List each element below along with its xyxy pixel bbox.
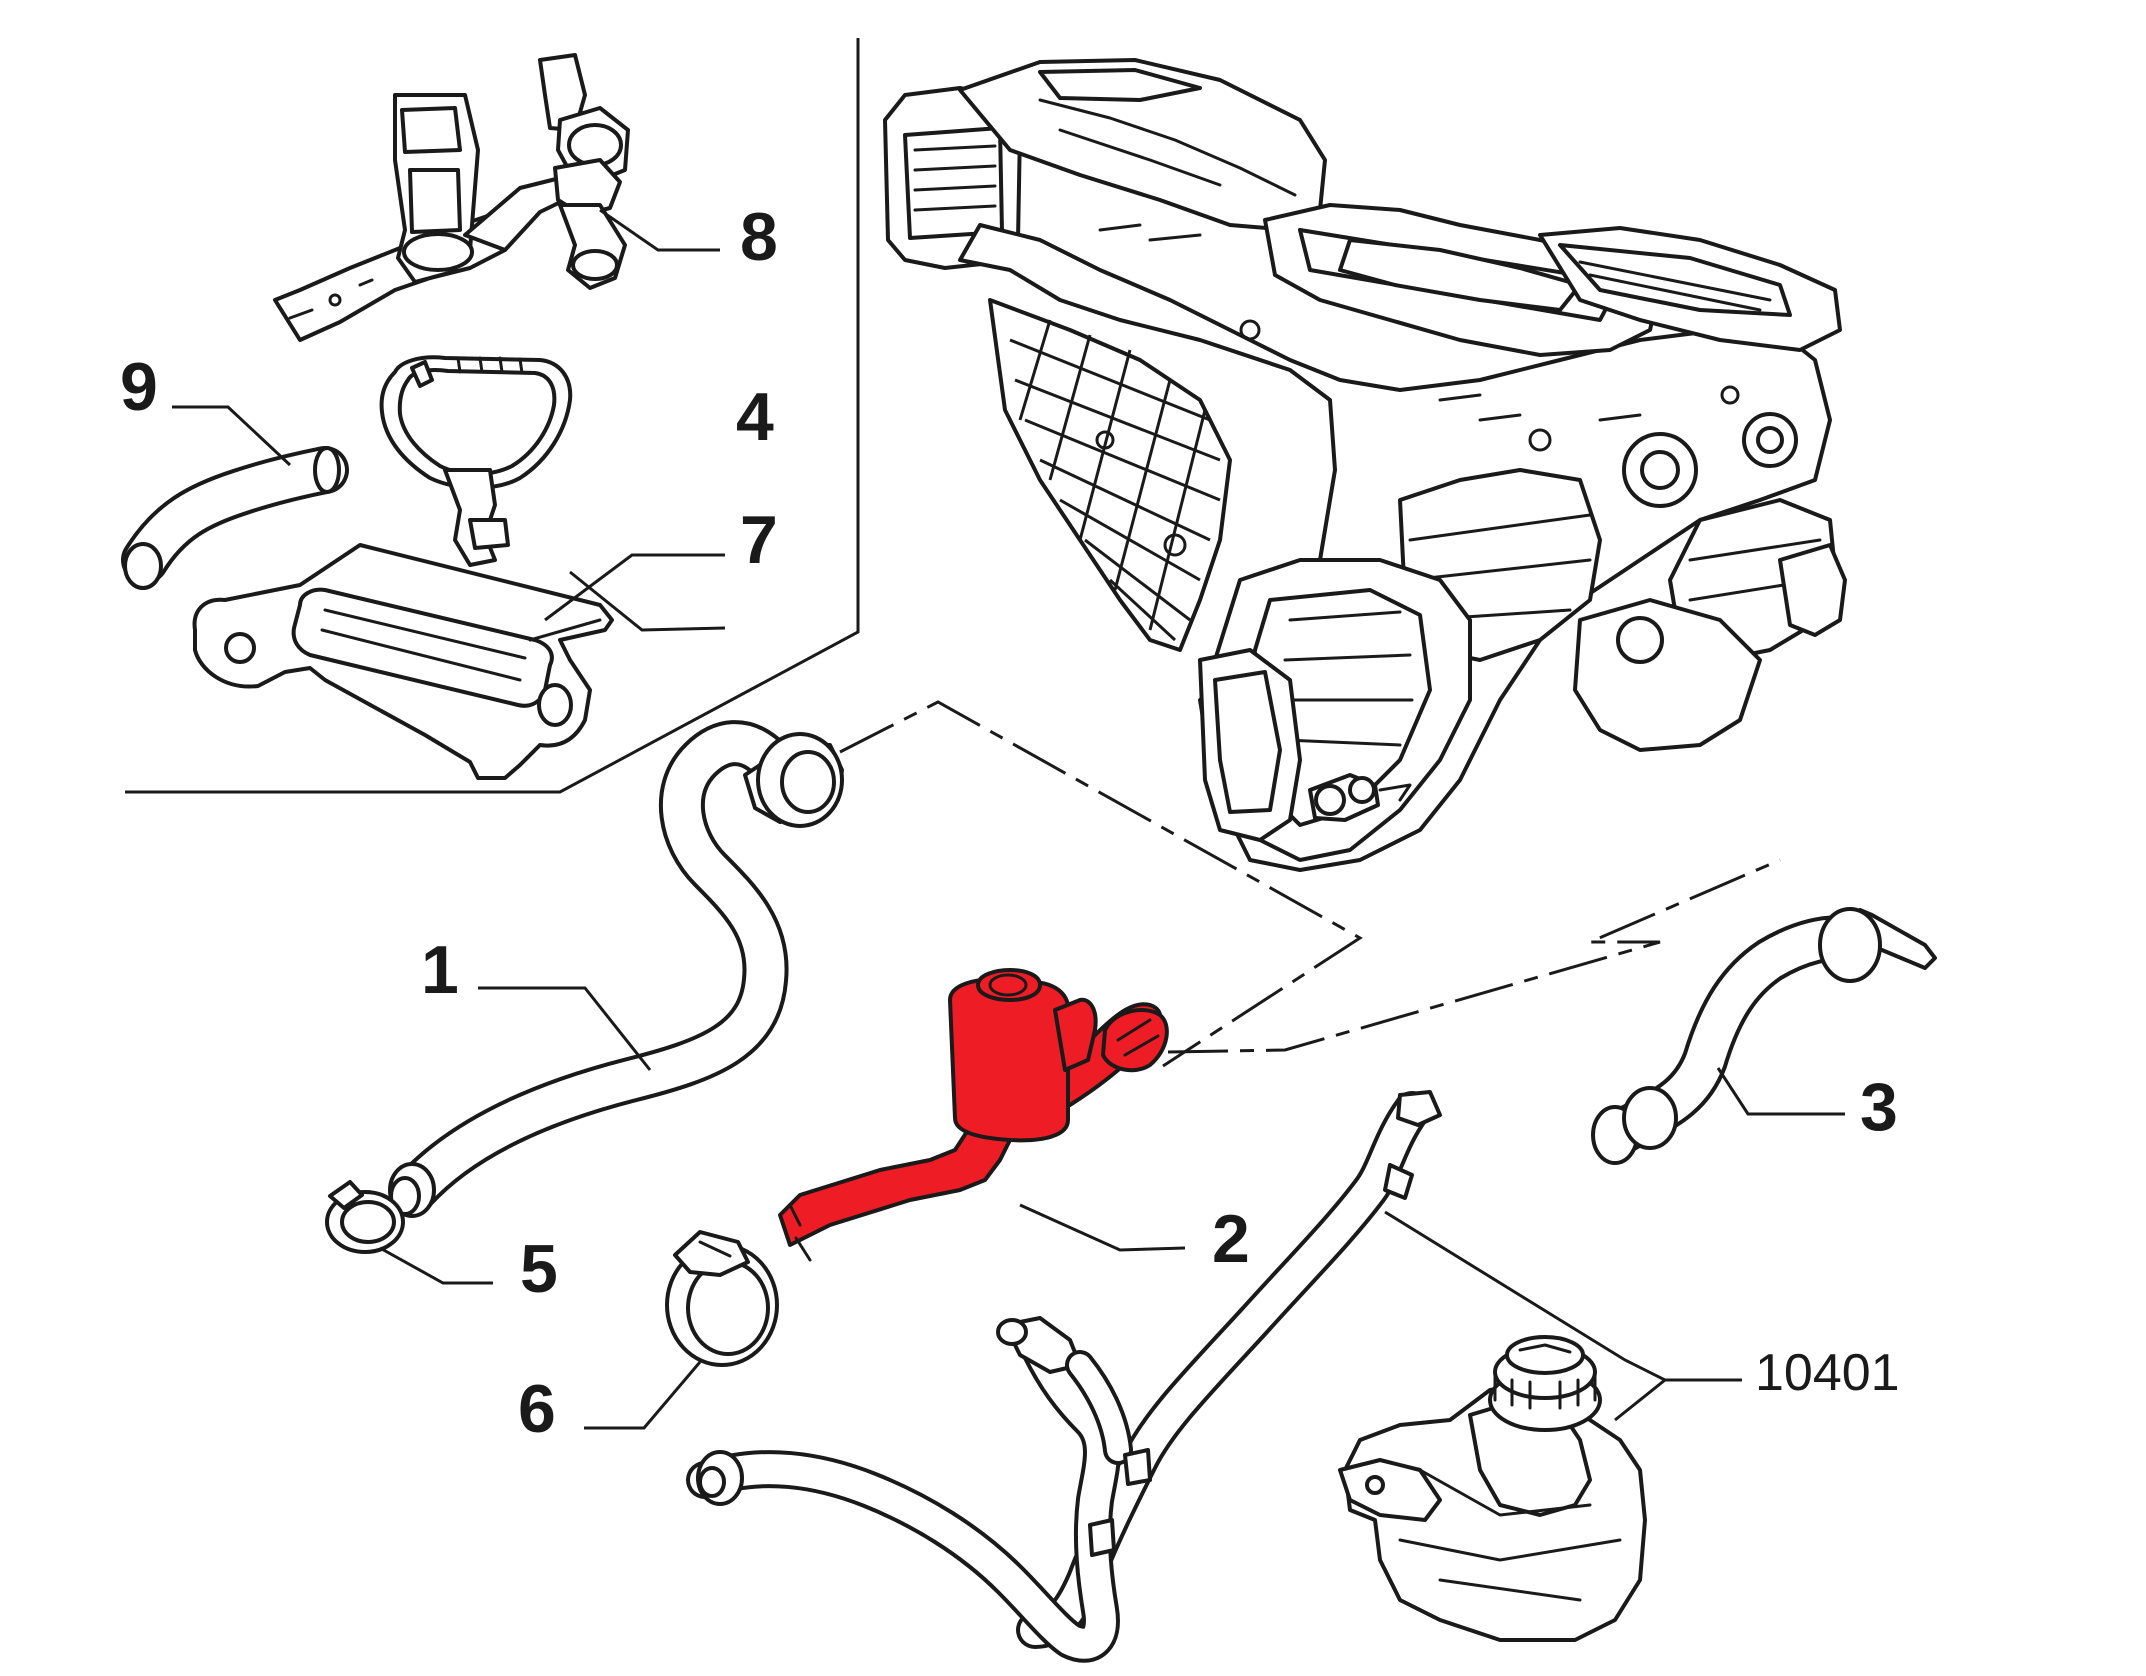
part-7-cover-plate xyxy=(192,543,614,780)
callout-2: 2 xyxy=(1212,1201,1250,1277)
part-9-small-hose xyxy=(121,446,349,590)
inset-frame xyxy=(125,38,860,794)
part-6-large-clamp xyxy=(665,1230,779,1367)
callout-6: 6 xyxy=(518,1371,556,1447)
callout-4: 4 xyxy=(736,379,774,455)
callout-1: 1 xyxy=(421,932,459,1008)
callout-labels: 1 2 3 4 5 6 7 8 9 10401 xyxy=(120,199,1900,1447)
part-8-bracket-clips xyxy=(273,53,630,342)
assembly-dash-lines xyxy=(839,700,1781,1068)
part-4-strap-clamp xyxy=(379,355,573,567)
callout-5: 5 xyxy=(520,1231,558,1307)
callout-10401: 10401 xyxy=(1755,1344,1900,1402)
callout-7: 7 xyxy=(740,502,778,578)
callout-3: 3 xyxy=(1860,1069,1898,1145)
heater-box-assembly xyxy=(883,58,1847,872)
leader-lines xyxy=(172,208,1845,1430)
part-1-hose xyxy=(388,720,844,1218)
callout-9: 9 xyxy=(120,349,158,425)
part-3-hose xyxy=(1591,907,1937,1165)
callout-8: 8 xyxy=(740,199,778,275)
part-10401-hose-assembly xyxy=(686,1090,1442,1663)
part-5-small-clamp xyxy=(325,1180,405,1254)
expansion-tank xyxy=(1338,1335,1647,1642)
part-2-tee-hose xyxy=(778,968,1169,1262)
